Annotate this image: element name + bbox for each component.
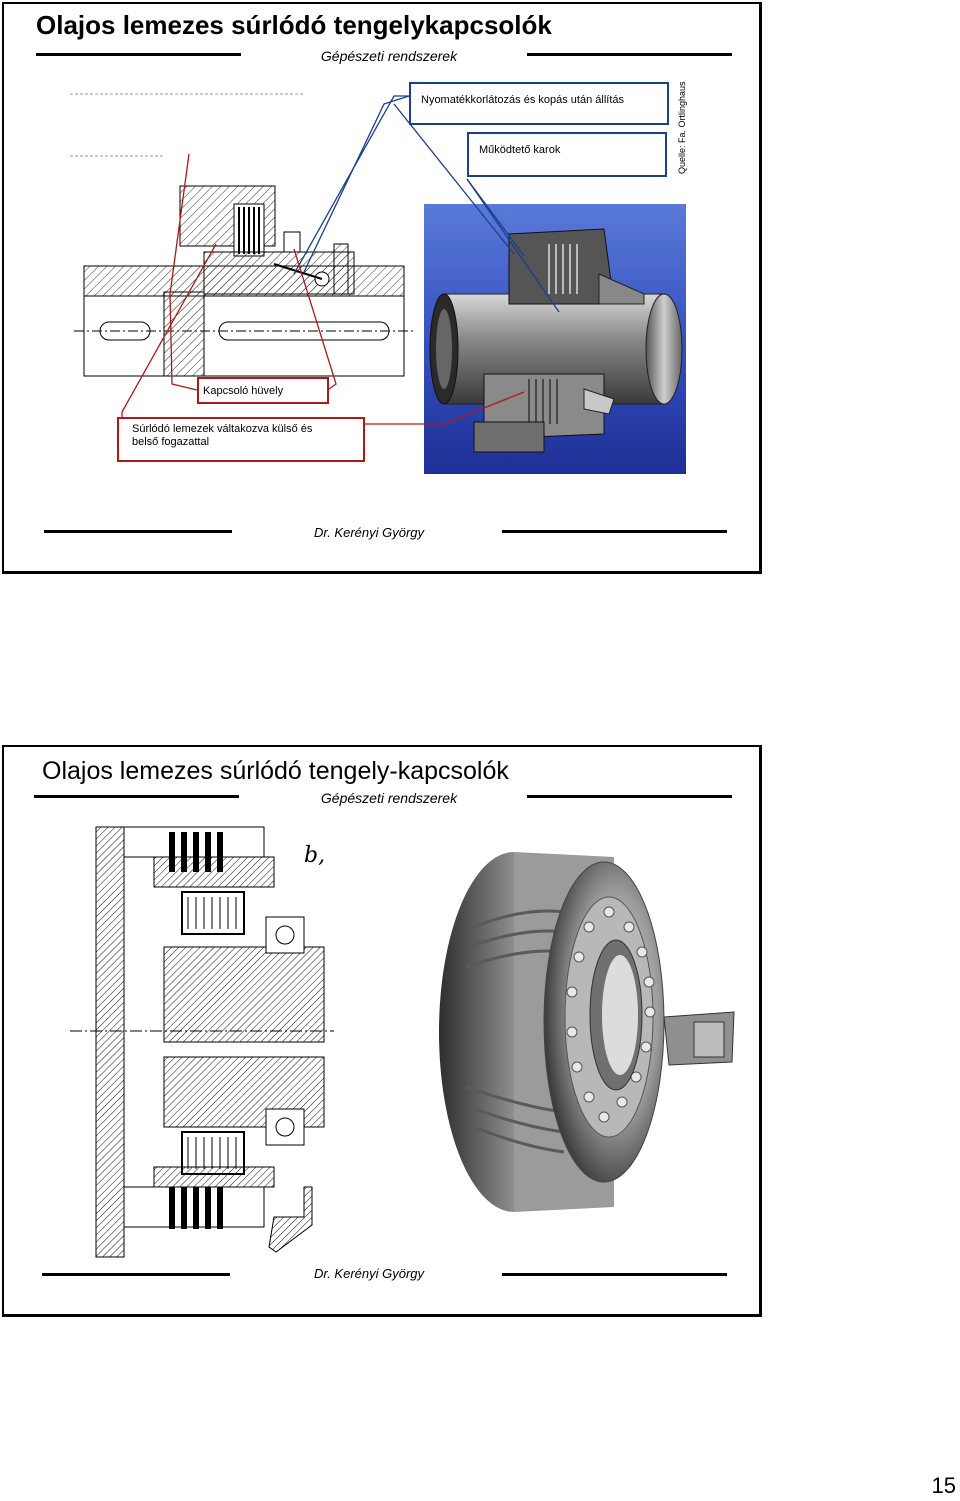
clutch-render	[424, 204, 686, 474]
header-rule-right	[527, 795, 732, 798]
footer-rule-left	[44, 530, 232, 533]
header-rule-left	[36, 53, 241, 56]
slide-title: Olajos lemezes súrlódó tengelykapcsolók	[36, 10, 552, 40]
footer-rule-right	[502, 530, 727, 533]
callout-sleeve: Kapcsoló hüvely	[197, 377, 329, 404]
callout-torque-limiting: Nyomatékkorlátozás és kopás után állítás	[409, 82, 669, 125]
drawing-label: b,	[304, 843, 326, 868]
callout-friction-plates-line1: Súrlódó lemezek váltakozva külső és	[132, 423, 313, 435]
slide-subtitle: Gépészeti rendszerek	[320, 48, 458, 64]
electromagnetic-clutch-figure	[70, 826, 735, 1258]
section-drawing-b	[70, 826, 334, 1258]
slide-footer: Dr. Kerényi György	[313, 1266, 425, 1281]
footer-rule-right	[502, 1273, 727, 1276]
section-drawing	[70, 93, 414, 377]
header-rule-left	[34, 795, 239, 798]
callout-levers: Működtető karok	[467, 132, 667, 177]
slide-subtitle: Gépészeti rendszerek	[320, 790, 458, 806]
header-rule-right	[527, 53, 732, 56]
slide-1: Olajos lemezes súrlódó tengelykapcsolók …	[2, 2, 762, 574]
page-number: 15	[931, 1473, 956, 1498]
footer-rule-left	[42, 1273, 230, 1276]
slide-footer: Dr. Kerényi György	[313, 525, 425, 540]
slide-title: Olajos lemezes súrlódó tengely-kapcsolók	[42, 757, 509, 785]
callout-friction-plates-line2: belső fogazattal	[132, 436, 210, 448]
callout-friction-plates: Súrlódó lemezek váltakozva külső és bels…	[117, 417, 365, 462]
source-credit: Quelle: Fa. Ortlinghaus	[677, 81, 687, 174]
leader-lines	[121, 95, 560, 425]
clutch-drawing-section	[70, 93, 686, 474]
slide-2: Olajos lemezes súrlódó tengely-kapcsolók…	[2, 745, 762, 1317]
clutch-photo	[439, 852, 735, 1212]
